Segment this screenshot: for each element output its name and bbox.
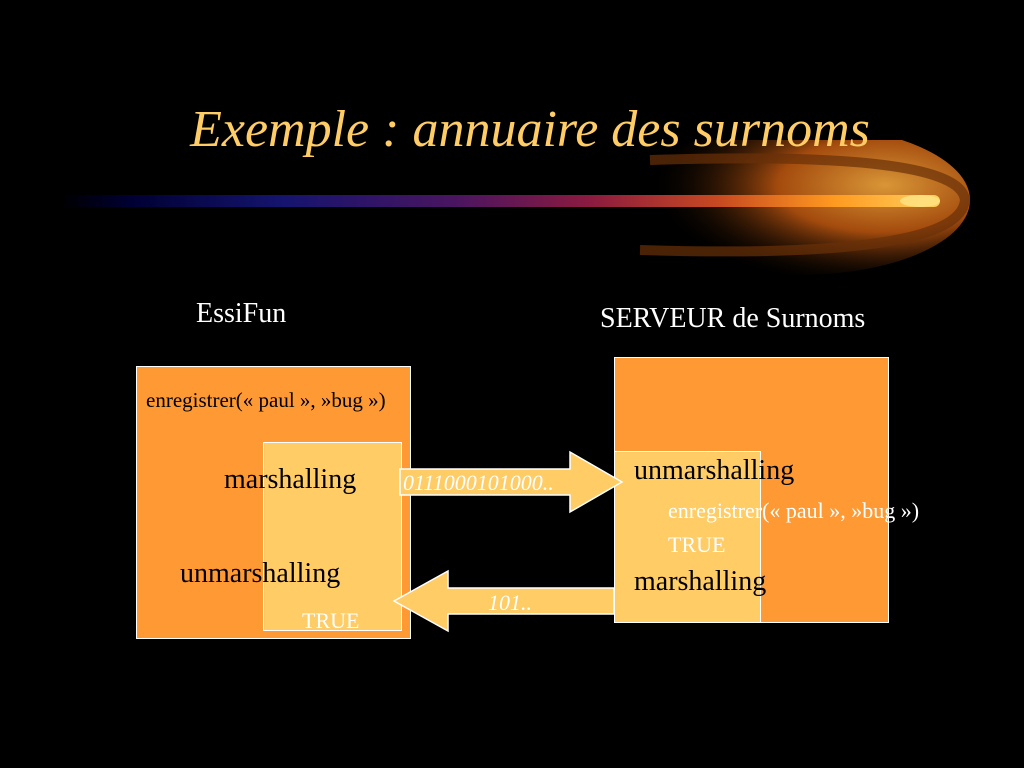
response-bits-text: 101..: [488, 590, 532, 615]
client-result-text: TRUE: [302, 608, 360, 633]
server-name-label: SERVEUR de Surnoms: [600, 303, 866, 334]
server-unmarshalling-label: unmarshalling: [634, 455, 795, 486]
server-skeleton-box: [614, 451, 761, 623]
title-swoosh-decoration: [60, 140, 971, 275]
response-arrow: [392, 569, 615, 633]
request-arrow: [399, 450, 624, 514]
client-name-label: EssiFun: [196, 298, 287, 329]
request-bits-text: 0111000101000..: [403, 470, 554, 495]
client-stub-box: [263, 442, 402, 631]
client-call-text: enregistrer(« paul », »bug »): [146, 388, 386, 412]
client-marshalling-label: marshalling: [224, 464, 357, 495]
slide-title: Exemple : annuaire des surnoms: [190, 101, 870, 158]
server-result-text: TRUE: [668, 532, 726, 557]
client-unmarshalling-label: unmarshalling: [180, 558, 341, 589]
server-call-text: enregistrer(« paul », »bug »): [668, 498, 920, 523]
server-marshalling-label: marshalling: [634, 566, 767, 597]
